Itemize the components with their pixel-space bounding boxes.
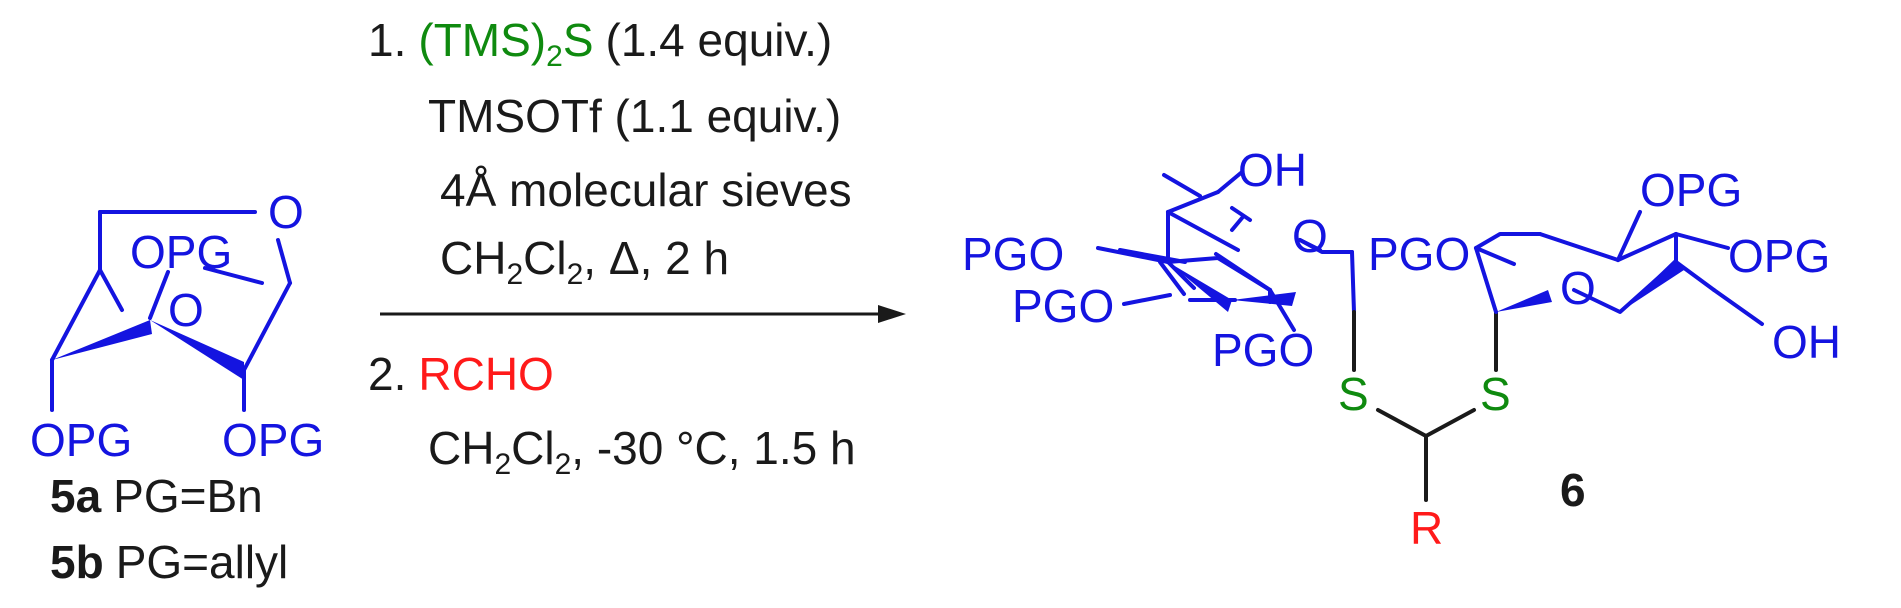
bond bbox=[1674, 260, 1716, 292]
left-pgo-label-2: PGO bbox=[1012, 280, 1114, 332]
bond bbox=[1158, 260, 1186, 296]
bond bbox=[1216, 170, 1244, 194]
bond bbox=[276, 238, 292, 285]
conditions-line-4: CH2Cl2, Δ, 2 h bbox=[440, 232, 729, 291]
wedge-bond bbox=[1232, 292, 1296, 306]
bond bbox=[1616, 210, 1642, 262]
product-structure: OH O PGO PGO PGO S S R PGO OPG OPG O OH … bbox=[962, 144, 1841, 554]
right-opg-top-label: OPG bbox=[1640, 164, 1742, 216]
sulfur-left-label: S bbox=[1338, 368, 1369, 420]
bond bbox=[1096, 246, 1170, 264]
bond bbox=[1230, 216, 1244, 232]
bond bbox=[1474, 246, 1516, 266]
right-ring-oxygen-label: O bbox=[1560, 262, 1596, 314]
conditions-line-3: 4Å molecular sieves bbox=[440, 164, 852, 216]
reactant-structure: O OPG O OPG OPG bbox=[30, 186, 324, 466]
ring-oxygen-label: O bbox=[268, 186, 304, 238]
wedge-bond bbox=[1168, 262, 1232, 312]
step1-reagent-subscript: 2 bbox=[546, 40, 563, 73]
wedge-bond bbox=[52, 320, 152, 360]
bond bbox=[1424, 408, 1476, 438]
compound-desc-5b: PG=allyl bbox=[116, 536, 289, 588]
right-oh-label: OH bbox=[1772, 316, 1841, 368]
compound-desc-5a: PG=Bn bbox=[113, 470, 263, 522]
wedge-bond bbox=[1496, 290, 1552, 312]
step1-reagent: (TMS) bbox=[418, 14, 546, 66]
left-pgo-label-3: PGO bbox=[1212, 324, 1314, 376]
bond bbox=[1712, 288, 1764, 326]
step2-number: 2. bbox=[368, 348, 406, 400]
opg-left-label: OPG bbox=[30, 414, 132, 466]
bond bbox=[50, 268, 102, 362]
opg-right-label: OPG bbox=[222, 414, 324, 466]
right-pgo-label: PGO bbox=[1368, 228, 1470, 280]
step1-line: 1.(TMS)2S(1.4 equiv.) bbox=[368, 14, 832, 73]
bond bbox=[1674, 232, 1730, 250]
bond bbox=[1230, 206, 1252, 222]
bond bbox=[1166, 190, 1220, 214]
bond bbox=[1166, 260, 1196, 290]
compound-id-5a: 5a bbox=[50, 470, 102, 522]
opg-upper-label: OPG bbox=[130, 226, 232, 278]
product-compound-id: 6 bbox=[1560, 464, 1586, 516]
step1-amount: (1.4 equiv.) bbox=[606, 14, 833, 66]
bond bbox=[1616, 232, 1678, 262]
sulfur-right-label: S bbox=[1480, 368, 1511, 420]
right-opg-side-label: OPG bbox=[1728, 230, 1830, 282]
bond bbox=[1376, 408, 1428, 438]
bond bbox=[1162, 173, 1202, 198]
bond bbox=[203, 266, 264, 285]
bond bbox=[98, 268, 124, 312]
bond bbox=[242, 281, 292, 372]
step1-reagent-tail: S bbox=[563, 14, 594, 66]
bridge-oxygen-label: O bbox=[168, 284, 204, 336]
bond bbox=[148, 270, 170, 320]
step2-reagent: RCHO bbox=[418, 348, 553, 400]
conditions-line-2: TMSOTf (1.1 equiv.) bbox=[428, 90, 841, 142]
r-group-label: R bbox=[1410, 502, 1443, 554]
bond bbox=[1122, 293, 1172, 306]
reaction-conditions: 1.(TMS)2S(1.4 equiv.) TMSOTf (1.1 equiv.… bbox=[368, 14, 906, 481]
bond bbox=[1166, 210, 1240, 252]
reaction-arrow-head bbox=[878, 305, 906, 323]
left-ring-oxygen-label: O bbox=[1292, 210, 1328, 262]
left-pgo-label-1: PGO bbox=[962, 228, 1064, 280]
left-oh-label: OH bbox=[1238, 144, 1307, 196]
compound-id-5b: 5b bbox=[50, 536, 104, 588]
step2-line: 2.RCHO bbox=[368, 348, 554, 400]
bond bbox=[1474, 232, 1542, 250]
conditions-line-6: CH2Cl2, -30 °C, 1.5 h bbox=[428, 422, 856, 481]
step1-number: 1. bbox=[368, 14, 406, 66]
bond bbox=[1538, 232, 1620, 262]
wedge-bond bbox=[1620, 258, 1684, 312]
bond bbox=[1350, 250, 1356, 314]
wedge-bond bbox=[150, 320, 244, 380]
bond bbox=[1474, 246, 1498, 314]
bond bbox=[1298, 238, 1322, 252]
bond bbox=[1118, 248, 1187, 264]
bond bbox=[1214, 252, 1272, 292]
